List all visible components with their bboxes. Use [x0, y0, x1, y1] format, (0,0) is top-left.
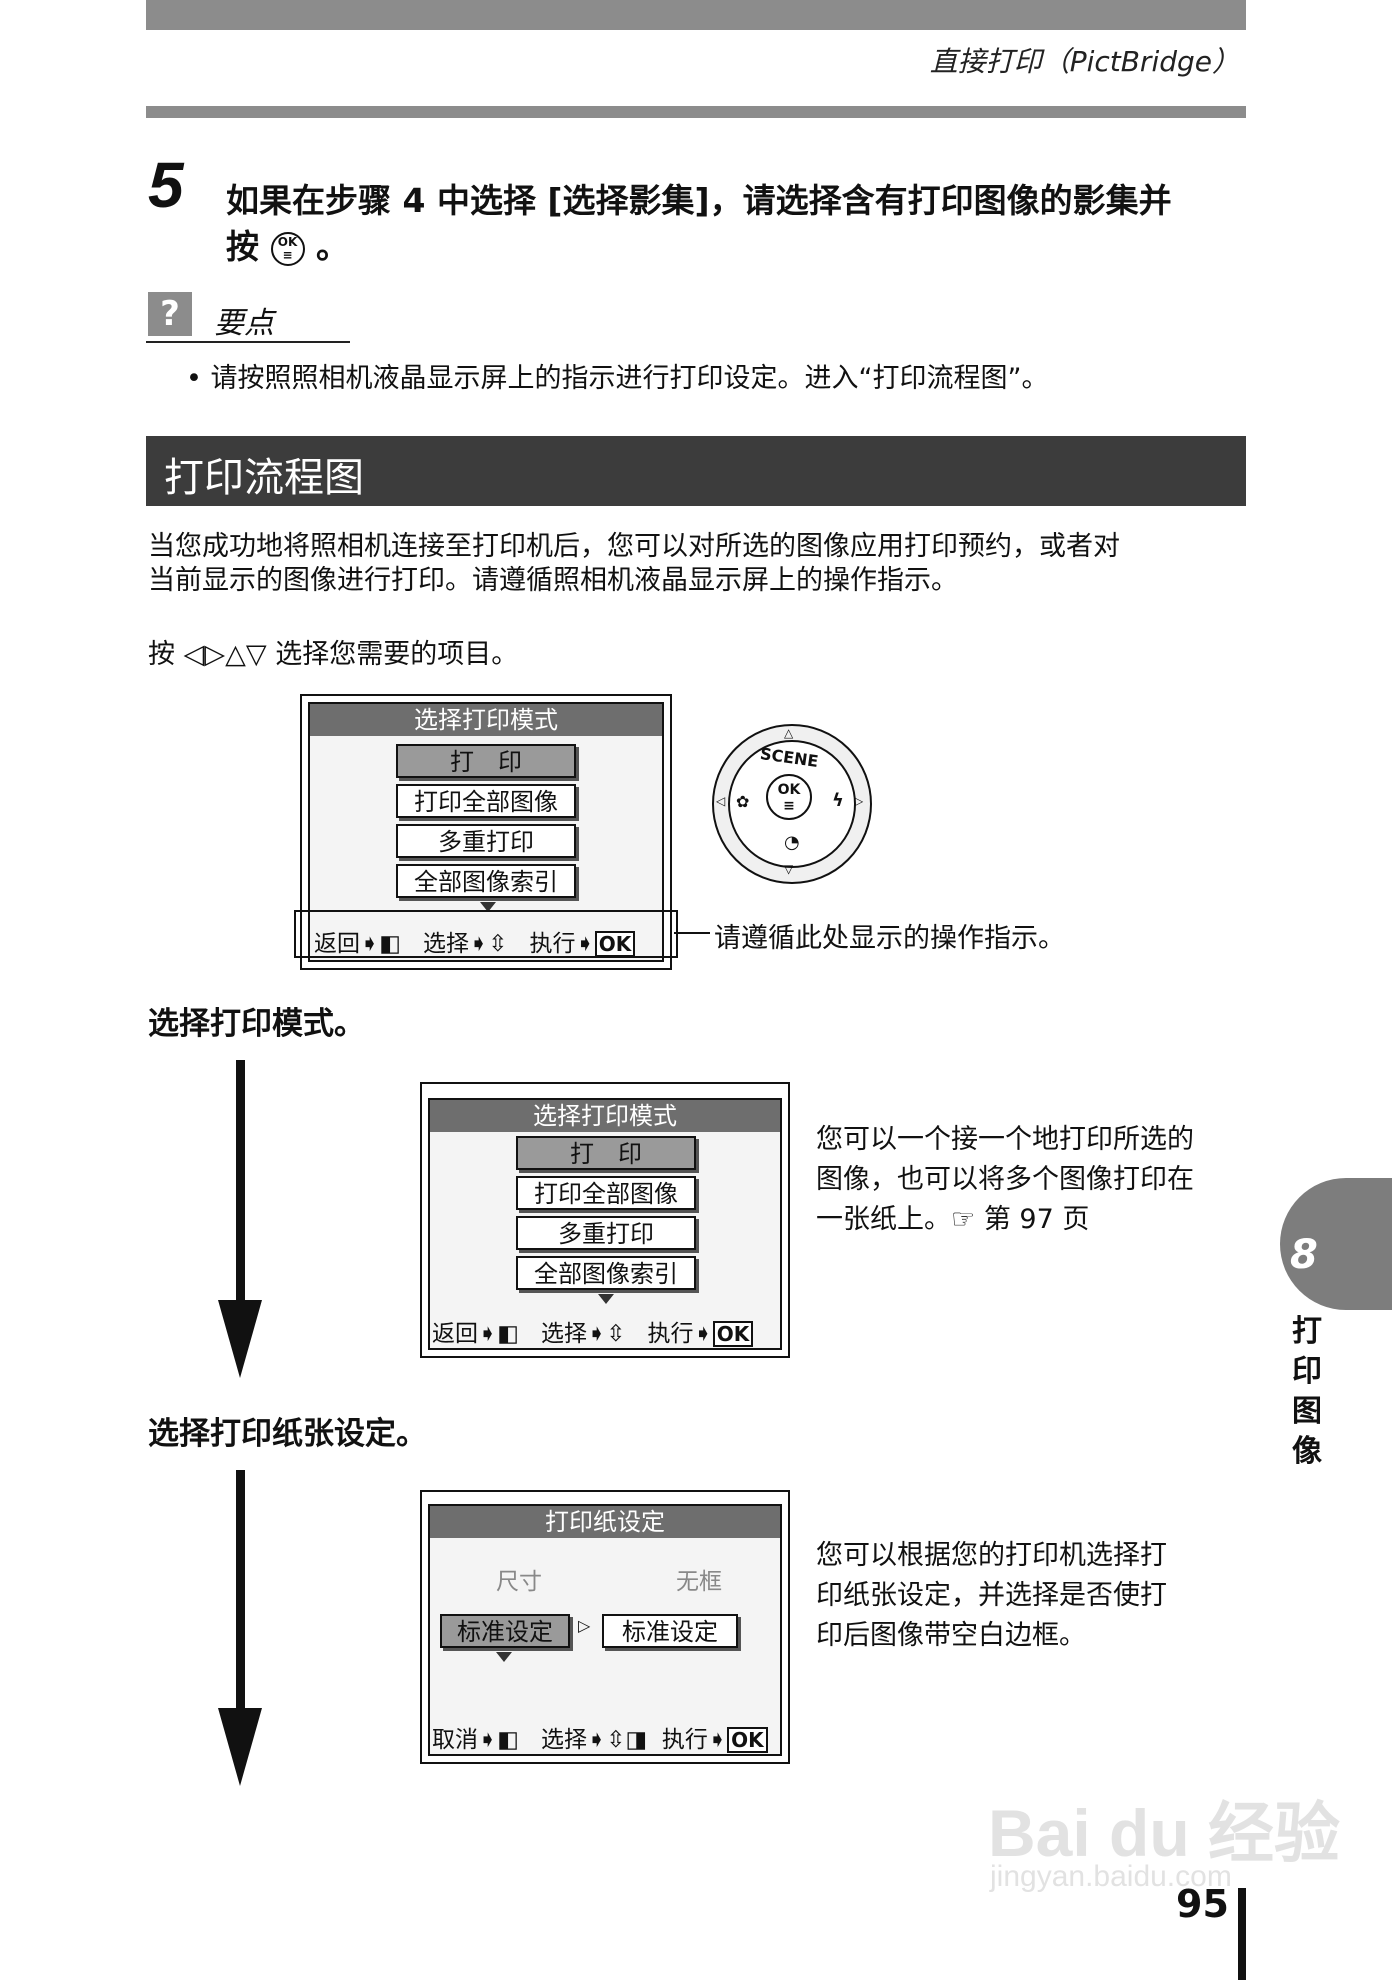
flow-desc-1: 您可以一个接一个地打印所选的 图像，也可以将多个图像打印在 一张纸上。☞ 第 9…: [816, 1124, 1194, 1235]
scroll-down-indicator: [598, 1294, 614, 1304]
lcd-guide-bar: 返回➧◧ 选择➧⇳ 执行➧OK: [432, 1314, 754, 1348]
flow-arrow-2-shaft: [236, 1470, 245, 1720]
page-reference-icon: ☞: [951, 1204, 976, 1235]
header-bottom-bar: [146, 106, 1246, 118]
menu-item-print[interactable]: 打 印: [396, 744, 576, 778]
press-instruction: 按 ◁▷△▽ 选择您需要的项目。: [148, 639, 519, 670]
borderless-header: 无框: [676, 1569, 722, 1595]
page-edge-bar: [1238, 1888, 1246, 1980]
menu-item-index-all[interactable]: 全部图像索引: [516, 1256, 696, 1290]
step-instruction-suffix: 。: [316, 227, 349, 266]
macro-icon: ✿: [736, 792, 750, 811]
section-header-bar: [146, 436, 1246, 506]
menu-item-print-all[interactable]: 打印全部图像: [516, 1176, 696, 1210]
intro-paragraph: 当您成功地将照相机连接至打印机后，您可以对所选的图像应用打印预约，或者对 当前显…: [148, 530, 1248, 598]
borderless-value[interactable]: 标准设定: [602, 1614, 738, 1648]
tip-underline: [146, 341, 350, 343]
watermark-logo: Bai du 经验: [988, 1796, 1341, 1870]
ok-key-icon: OK: [727, 1727, 768, 1753]
step-instruction-line2: 按 OK≡ 。: [226, 224, 1246, 270]
arrow-keys-icon: ◁▷△▽: [183, 639, 267, 670]
tip-text: • 请按照照相机液晶显示屏上的指示进行打印设定。进入“打印流程图”。: [186, 363, 1049, 394]
dial-down-arrow-icon: ▽: [784, 862, 794, 876]
left-key-icon: ◧: [497, 1727, 520, 1753]
scroll-down-indicator: [480, 902, 496, 912]
arrow-right-icon: ➧: [478, 1321, 498, 1347]
step-number: 5: [148, 149, 184, 221]
chapter-tab: [1280, 1178, 1392, 1310]
step-instruction-line1: 如果在步骤 4 中选择 [选择影集]，请选择含有打印图像的影集并: [226, 181, 1172, 220]
arrow-right-icon: ➧: [360, 931, 380, 957]
paper-size-value[interactable]: 标准设定: [440, 1614, 570, 1648]
lcd-screen-print-mode: 选择打印模式 打 印 打印全部图像 多重打印 全部图像索引 返回➧◧ 选择➧⇳ …: [420, 1082, 790, 1358]
lcd-title: 打印纸设定: [430, 1506, 780, 1538]
ok-center-button: OK≡: [766, 774, 812, 820]
dial-right-arrow-icon: ▷: [854, 794, 864, 808]
ok-key-icon: OK: [712, 1321, 754, 1347]
page-number: 95: [1176, 1882, 1229, 1926]
lcd-screen-paper-setting: 打印纸设定 尺寸 无框 标准设定 ▷ 标准设定 取消➧◧ 选择➧⇳◨ 执行➧OK: [420, 1490, 790, 1764]
intro-line1: 当您成功地将照相机连接至打印机后，您可以对所选的图像应用打印预约，或者对: [148, 531, 1120, 562]
flow-arrow-2-head: [218, 1708, 262, 1786]
flow-arrow-1-shaft: [236, 1060, 245, 1310]
lcd-screen-main: 选择打印模式 打 印 打印全部图像 多重打印 全部图像索引 返回➧◧ 选择➧⇳ …: [300, 694, 672, 970]
tip-title: 要点: [214, 306, 274, 341]
camera-dial: △ ▽ ◁ ▷ SCENE ✿ ϟ ◔ OK≡: [712, 724, 872, 884]
guide-bar-highlight: [294, 910, 678, 958]
scroll-down-indicator: [496, 1652, 512, 1662]
flow-step2-label: 选择打印纸张设定。: [148, 1416, 427, 1452]
step-instruction: 如果在步骤 4 中选择 [选择影集]，请选择含有打印图像的影集并 按 OK≡ 。: [226, 178, 1246, 270]
right-indicator-icon: ▷: [578, 1616, 591, 1635]
question-icon: ?: [148, 292, 192, 336]
header-top-bar: [146, 0, 1246, 30]
dial-left-arrow-icon: ◁: [716, 794, 726, 808]
menu-item-multi-print[interactable]: 多重打印: [396, 824, 576, 858]
lcd-title: 选择打印模式: [430, 1100, 780, 1132]
intro-line2: 当前显示的图像进行打印。请遵循照相机液晶显示屏上的操作指示。: [148, 565, 958, 596]
lcd-guide-bar: 取消➧◧ 选择➧⇳◨ 执行➧OK: [432, 1720, 768, 1754]
header-title: 直接打印（PictBridge）: [929, 45, 1240, 78]
chapter-number: 8: [1290, 1232, 1318, 1278]
left-key-icon: ◧: [497, 1321, 520, 1347]
section-title: 打印流程图: [164, 455, 364, 501]
flow-arrow-1-head: [218, 1300, 262, 1378]
ok-button-icon: OK≡: [270, 231, 305, 266]
menu-item-print-all[interactable]: 打印全部图像: [396, 784, 576, 818]
menu-item-index-all[interactable]: 全部图像索引: [396, 864, 576, 898]
dial-up-arrow-icon: △: [784, 726, 794, 740]
paper-size-header: 尺寸: [496, 1569, 542, 1595]
menu-item-multi-print[interactable]: 多重打印: [516, 1216, 696, 1250]
callout-line: [674, 932, 710, 934]
four-way-key-icon: ⇳◨: [606, 1727, 648, 1753]
menu-item-print[interactable]: 打 印: [516, 1136, 696, 1170]
flow-desc-2: 您可以根据您的打印机选择打 印纸张设定，并选择是否使打 印后图像带空白边框。: [816, 1540, 1167, 1651]
bullet: •: [186, 363, 202, 394]
self-timer-icon: ◔: [784, 832, 800, 853]
updown-key-icon: ⇳: [606, 1321, 626, 1347]
step-instruction-prefix: 按: [226, 227, 259, 266]
lcd-title: 选择打印模式: [310, 704, 662, 736]
chapter-label: 打印图像: [1292, 1314, 1322, 1469]
lcd-guide-bar: 返回➧◧ 选择➧⇳ 执行➧OK: [314, 924, 636, 958]
watermark-url: jingyan.baidu.com: [990, 1860, 1232, 1893]
left-key-icon: ◧: [379, 931, 402, 957]
flash-icon: ϟ: [832, 790, 844, 811]
callout-text: 请遵循此处显示的操作指示。: [714, 923, 1065, 954]
flow-step1-label: 选择打印模式。: [148, 1006, 365, 1042]
ok-key-icon: OK: [594, 931, 636, 957]
updown-key-icon: ⇳: [488, 931, 508, 957]
arrow-right-icon: ➧: [478, 1727, 498, 1753]
